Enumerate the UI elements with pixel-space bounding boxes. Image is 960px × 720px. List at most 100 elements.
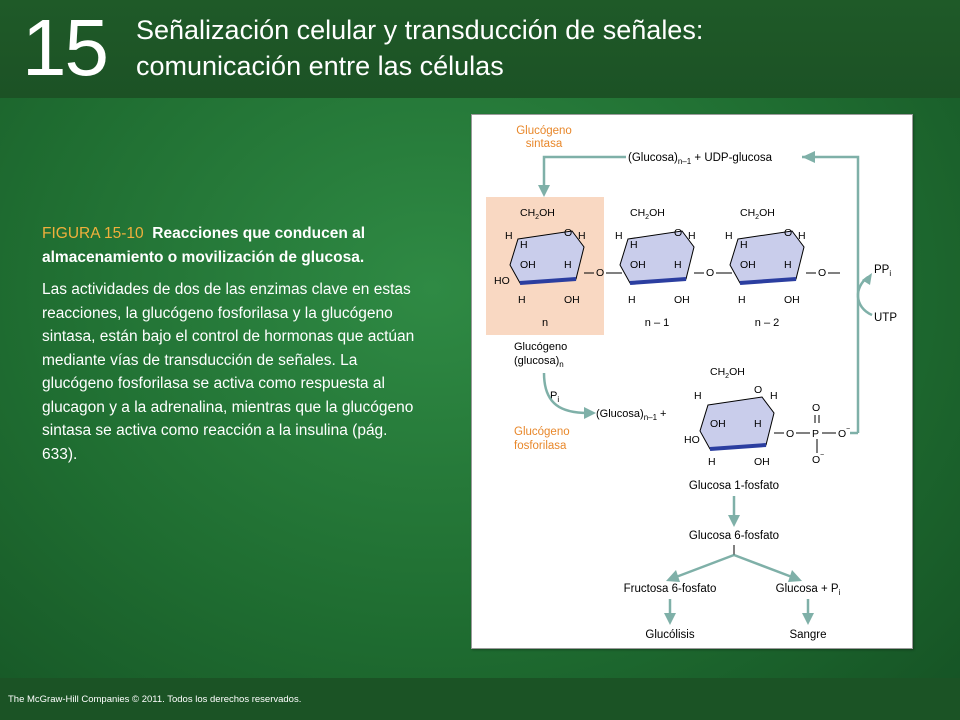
svg-text:OH: OH [784, 294, 800, 306]
svg-text:H: H [630, 239, 638, 251]
caption-body: Las actividades de dos de las enzimas cl… [42, 281, 415, 463]
svg-text:H: H [784, 259, 792, 271]
title-line-1: Señalización celular y transducción de s… [136, 15, 704, 45]
blood-label: Sangre [789, 629, 826, 641]
svg-text:OH: OH [630, 259, 646, 271]
slide-title: Señalización celular y transducción de s… [136, 12, 703, 84]
glucose-ring-n [509, 230, 585, 285]
svg-text:O: O [838, 428, 846, 440]
svg-text:H: H [738, 294, 746, 306]
ring-label-n-1: n – 1 [645, 317, 669, 329]
svg-text:CH2OH: CH2OH [630, 207, 665, 221]
glycogen-label-1: Glucógeno [514, 341, 567, 353]
utp-arrowhead [862, 273, 872, 285]
ring-label-n: n [542, 317, 548, 329]
svg-text:CH2OH: CH2OH [740, 207, 775, 221]
copyright-text: The McGraw-Hill Companies © 2011. Todos … [8, 694, 302, 705]
footer-bar [0, 678, 960, 720]
svg-text:H: H [770, 390, 778, 402]
svg-text:H: H [674, 259, 682, 271]
svg-text:O: O [812, 402, 820, 414]
utp-label: UTP [874, 312, 897, 324]
svg-text:H: H [518, 294, 526, 306]
arrowhead-top [802, 151, 815, 163]
svg-text:H: H [615, 230, 623, 242]
header-bar [0, 0, 960, 98]
arrow-synthase [542, 155, 626, 187]
svg-text:H: H [798, 230, 806, 242]
svg-text:OH: OH [564, 294, 580, 306]
svg-text:OH: OH [520, 259, 536, 271]
arrowhead-fructose [666, 570, 680, 582]
svg-text:O: O [564, 227, 572, 239]
svg-text:H: H [694, 390, 702, 402]
arrow-to-fructose [675, 553, 735, 579]
figure-title: Reacciones que conducen al almacenamient… [42, 225, 366, 266]
glucose-1-phosphate: Glucosa 1-fosfato [689, 480, 779, 492]
svg-text:−: − [820, 452, 824, 459]
title-line-2: comunicación entre las células [136, 51, 504, 81]
svg-text:H: H [708, 456, 716, 468]
chapter-number: 15 [22, 3, 109, 92]
figure-panel: Glucógeno sintasa (Glucosa)n–1 + UDP-glu… [471, 114, 913, 649]
svg-text:H: H [754, 418, 762, 430]
svg-text:O: O [754, 384, 762, 396]
svg-text:OH: OH [674, 294, 690, 306]
synthase-label-1: Glucógeno [516, 125, 572, 137]
arrowhead-g1p-g6p [728, 515, 740, 527]
arrow-return-top [802, 155, 860, 433]
glycogen-diagram: Glucógeno sintasa (Glucosa)n–1 + UDP-glu… [486, 125, 897, 641]
arrowhead-glucose [788, 570, 802, 582]
svg-text:H: H [740, 239, 748, 251]
svg-text:O: O [596, 267, 604, 279]
svg-text:P: P [812, 428, 819, 440]
glucose-plus-pi: Glucosa + Pi [776, 583, 841, 597]
synthase-label-2: sintasa [526, 138, 563, 150]
svg-text:OH: OH [740, 259, 756, 271]
phosphorylase-label-2: fosforilasa [514, 440, 567, 452]
svg-text:H: H [564, 259, 572, 271]
svg-text:O: O [706, 267, 714, 279]
svg-text:H: H [725, 230, 733, 242]
svg-text:OH: OH [710, 418, 726, 430]
glucose-ring-n-2 [729, 230, 805, 285]
svg-text:H: H [578, 230, 586, 242]
svg-text:O: O [784, 227, 792, 239]
arrowhead-synthase [538, 185, 550, 197]
svg-text:−: − [846, 426, 850, 433]
ring-label-n-2: n – 2 [755, 317, 779, 329]
arrow-to-glucose [733, 553, 793, 579]
glycolysis-label: Glucólisis [645, 629, 694, 641]
svg-text:O: O [818, 267, 826, 279]
svg-text:OH: OH [754, 456, 770, 468]
glucose-ring-n-1 [619, 230, 695, 285]
phosphate-bonds [774, 415, 836, 453]
pi-label: Pi [550, 390, 559, 404]
svg-text:HO: HO [684, 434, 700, 446]
svg-text:H: H [688, 230, 696, 242]
ppi-label: PPi [874, 264, 891, 278]
svg-text:CH2OH: CH2OH [710, 366, 745, 380]
bottom-reactant: (Glucosa)n–1+ [596, 408, 666, 422]
glucose-1-phosphate-ring [699, 396, 775, 451]
glucose-6-phosphate: Glucosa 6-fosfato [689, 530, 779, 542]
phosphorylase-arrow [542, 372, 589, 415]
arrowhead-blood [802, 613, 814, 625]
svg-text:O: O [812, 454, 820, 466]
arrowhead-glycolysis [664, 613, 676, 625]
svg-text:H: H [628, 294, 636, 306]
svg-text:H: H [505, 230, 513, 242]
top-reactant: (Glucosa)n–1 + UDP-glucosa [628, 152, 773, 166]
svg-text:CH2OH: CH2OH [520, 207, 555, 221]
svg-text:O: O [674, 227, 682, 239]
svg-text:H: H [520, 239, 528, 251]
glycogen-label-2: (glucosa)n [514, 355, 564, 369]
figure-number: FIGURA 15-10 [42, 225, 144, 242]
fructose-6-phosphate: Fructosa 6-fosfato [624, 583, 717, 595]
svg-text:O: O [786, 428, 794, 440]
figure-caption: FIGURA 15-10 Reacciones que conducen al … [42, 222, 427, 466]
svg-text:HO: HO [494, 275, 510, 287]
phosphorylase-arrowhead [584, 407, 596, 419]
